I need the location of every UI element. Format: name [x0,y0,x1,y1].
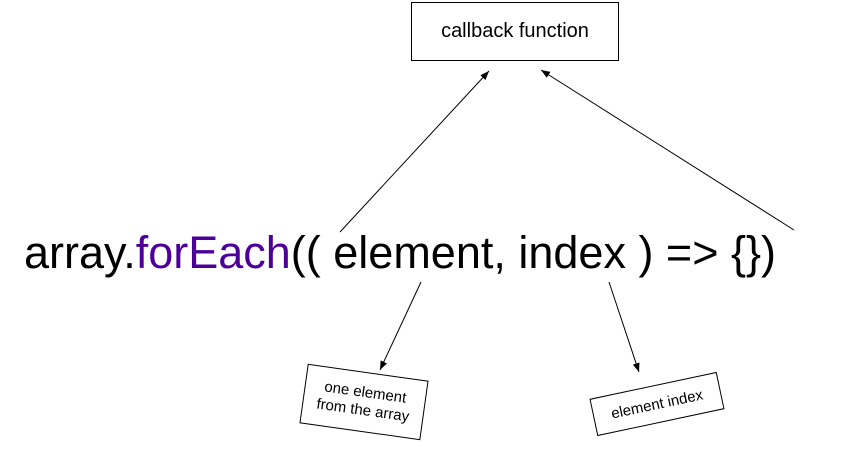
callback-function-box: callback function [411,2,619,61]
code-expression: array.forEach(( element, index ) => {}) [24,225,776,281]
arrow-paren-to-callback [339,70,490,233]
code-dot: . [123,227,136,278]
code-object: array [24,227,124,278]
arrow-element-to-box [379,281,422,371]
code-method: forEach [135,227,291,278]
code-arguments: (( element, index ) => {}) [290,227,777,278]
arrow-index-to-box [608,281,640,373]
arrow-braces-to-callback [540,69,795,231]
element-box-label: one element from the array [315,378,411,426]
callback-function-label: callback function [441,20,589,42]
